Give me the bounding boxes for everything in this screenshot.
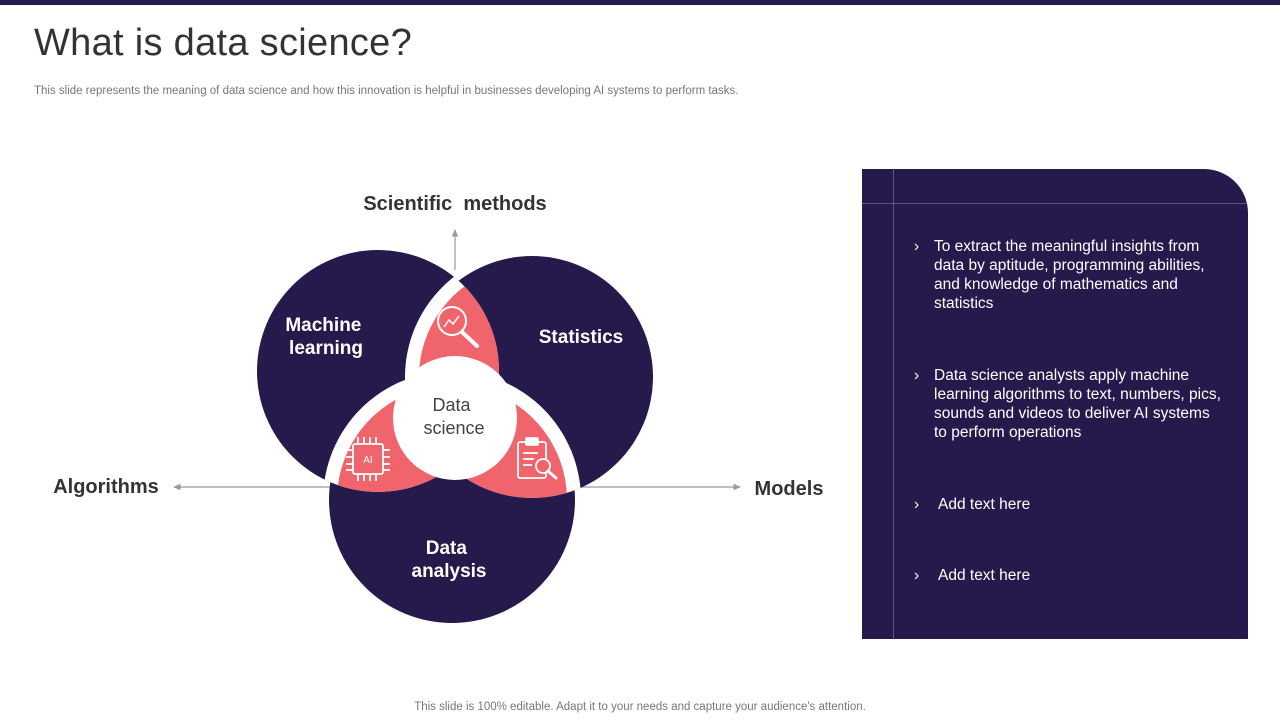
panel-horizontal-rule	[862, 203, 1248, 204]
center-disc	[393, 356, 517, 480]
bullet-chevron-icon: ›	[914, 367, 920, 384]
ai-chip-label: AI	[363, 455, 372, 466]
bullet-text: Add text here	[938, 496, 1031, 513]
venn-diagram: AI Machine learning Statistics Data anal…	[53, 193, 824, 623]
page-title: What is data science?	[34, 22, 413, 64]
panel-vertical-rule	[893, 169, 894, 639]
top-accent-bar	[0, 0, 1280, 5]
label-statistics: Statistics	[539, 327, 623, 348]
label-scientific-methods: Scientific methods	[363, 193, 546, 215]
clipboard-search-icon	[517, 437, 558, 480]
lens-ml-analysis	[337, 385, 499, 492]
bullet-text: Data science analysts apply machine lear…	[934, 367, 1221, 441]
bullet-chevron-icon: ›	[914, 567, 920, 584]
panel-bullet: › Data science analysts apply machine le…	[914, 366, 1224, 442]
label-algorithms: Algorithms	[53, 476, 159, 498]
panel-bullet: › Add text here	[914, 566, 1228, 585]
info-panel: › To extract the meaningful insights fro…	[862, 169, 1248, 639]
ai-chip-icon	[346, 437, 390, 481]
panel-bullet: › Add text here	[914, 495, 1228, 514]
magnifier-chart-icon	[437, 306, 479, 348]
label-machine-learning: Machine learning	[285, 315, 366, 359]
label-models: Models	[755, 478, 824, 500]
page-subtitle: This slide represents the meaning of dat…	[34, 85, 739, 97]
page-footer: This slide is 100% editable. Adapt it to…	[414, 701, 866, 713]
bullet-chevron-icon: ›	[914, 496, 920, 513]
bullet-text: Add text here	[938, 567, 1031, 584]
panel-bullet: › To extract the meaningful insights fro…	[914, 237, 1224, 313]
label-data-science: Data science	[423, 395, 484, 438]
bullet-text: To extract the meaningful insights from …	[934, 238, 1205, 312]
bullet-chevron-icon: ›	[914, 238, 920, 255]
label-data-analysis: Data analysis	[412, 538, 487, 582]
